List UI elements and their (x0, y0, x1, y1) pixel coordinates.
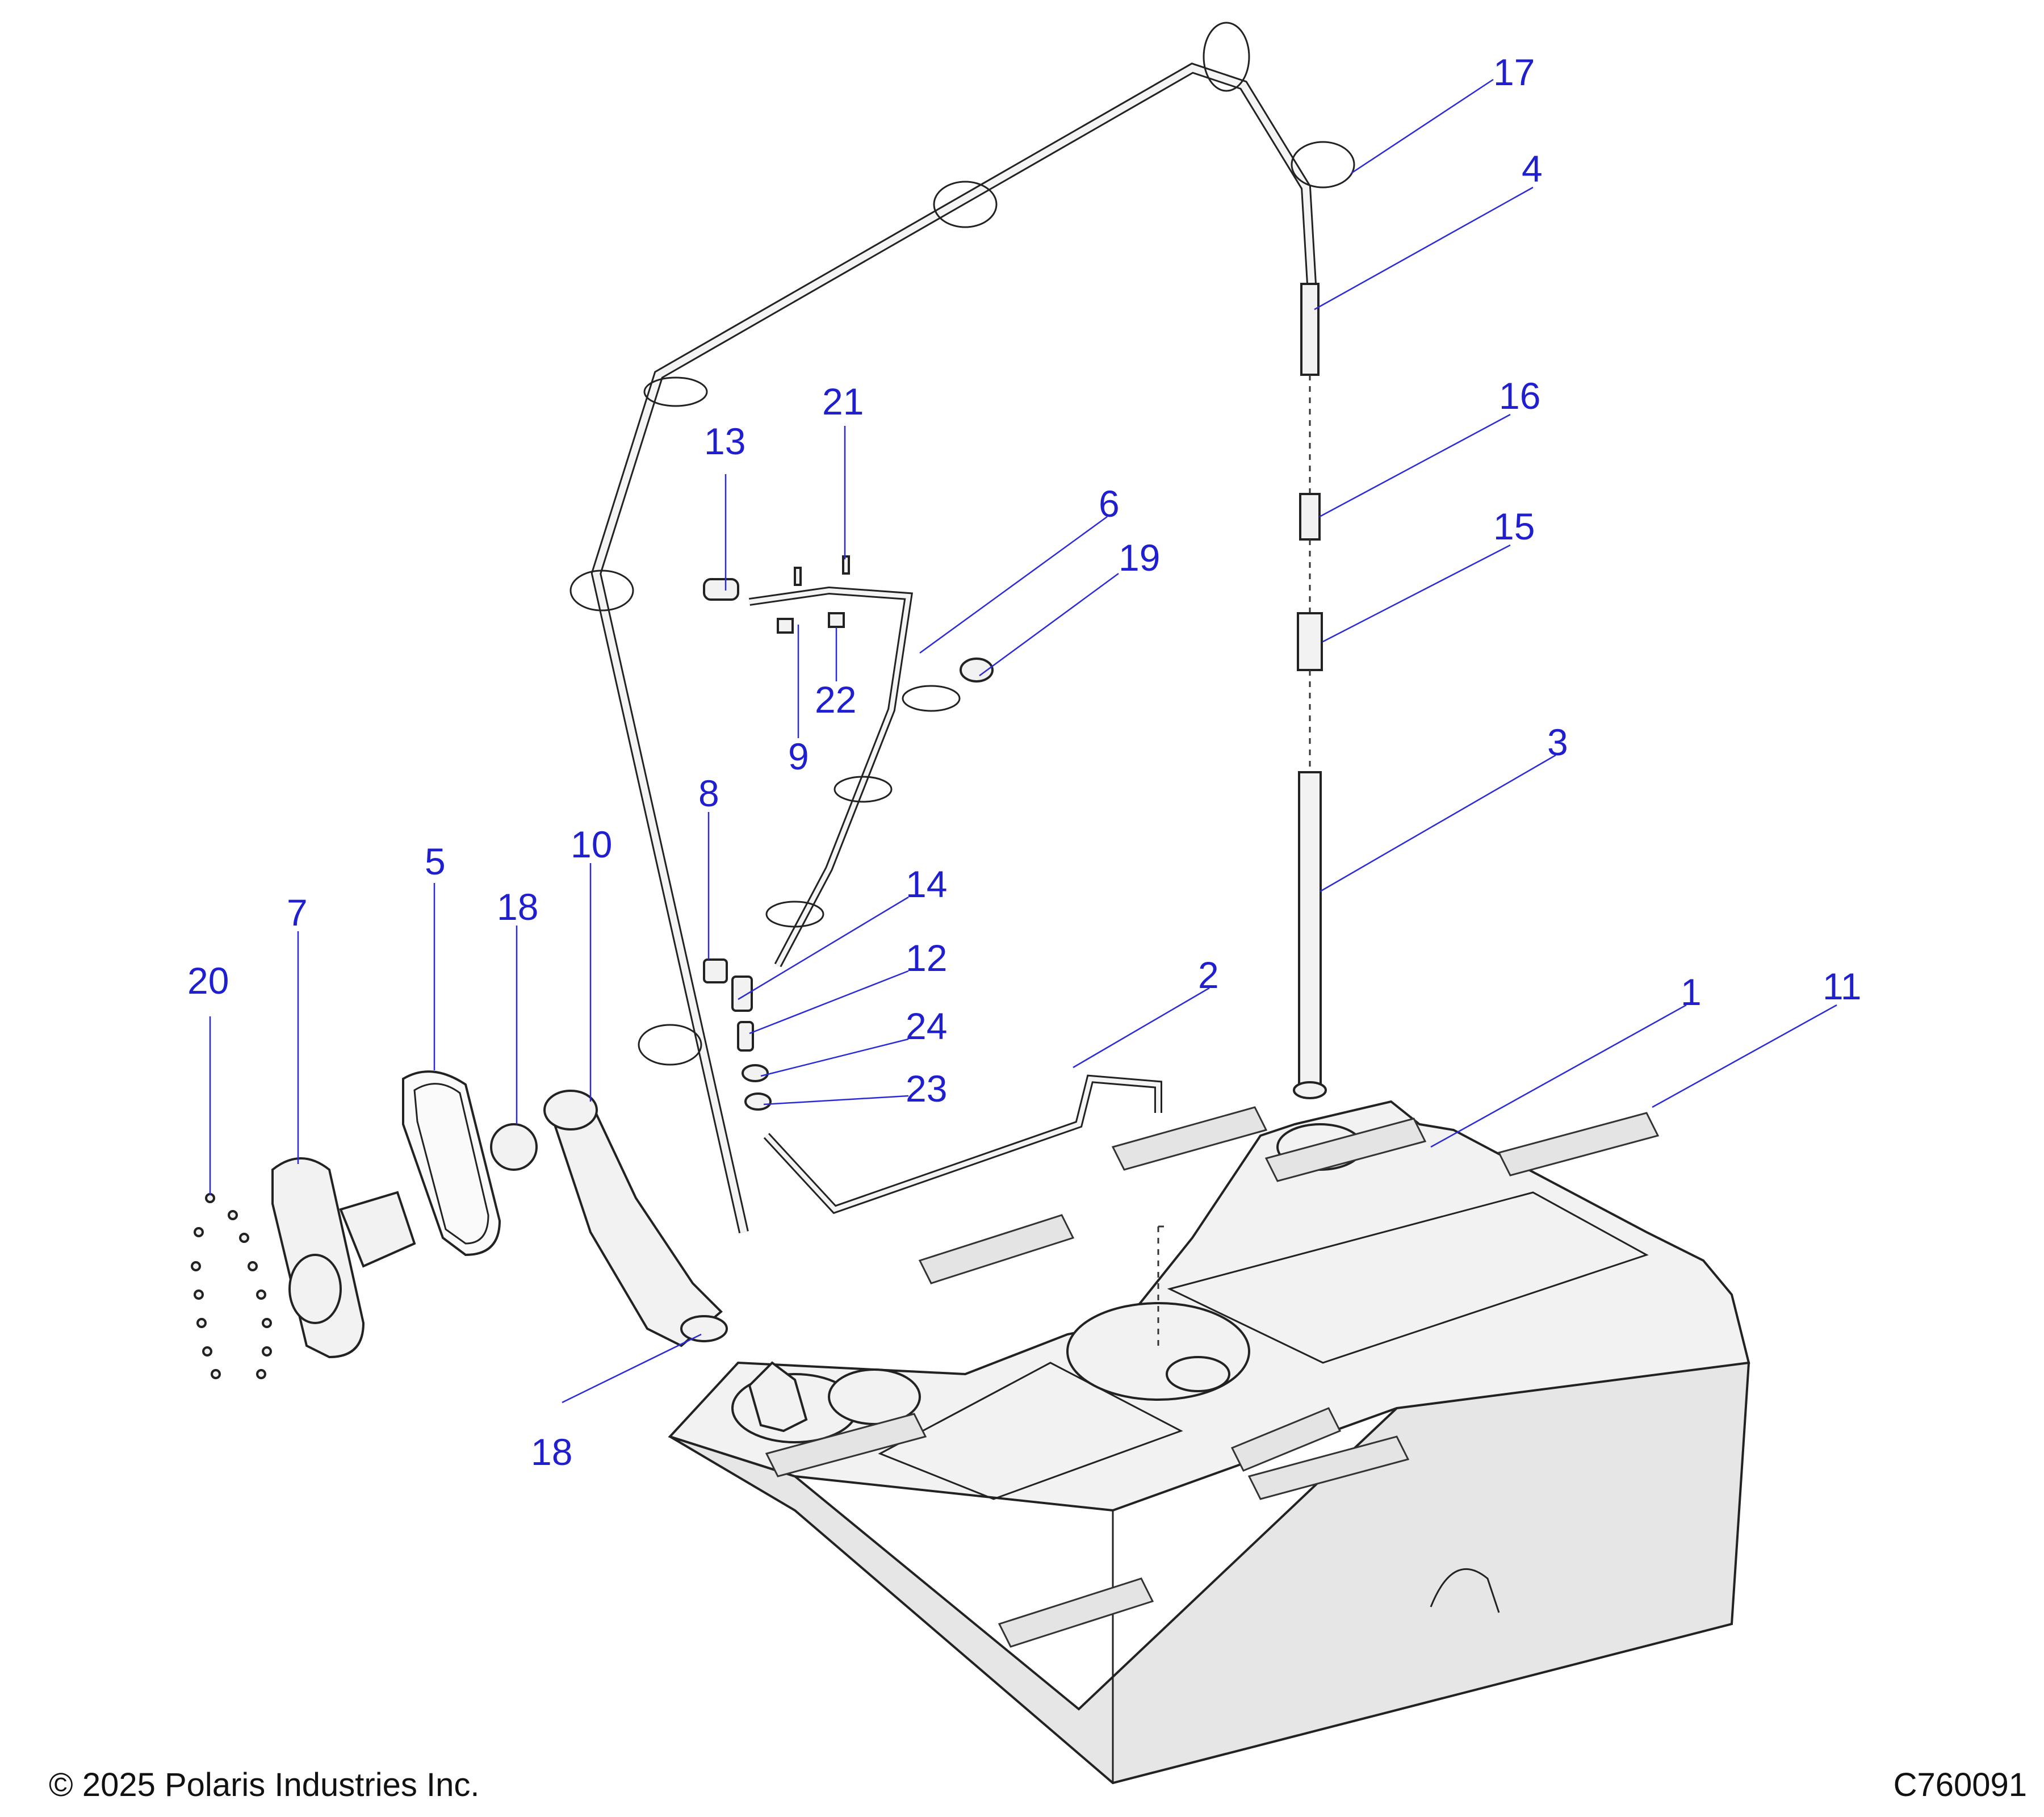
callout-17: 17 (1493, 51, 1535, 93)
leader-14 (738, 896, 909, 1000)
callout-19: 19 (1119, 537, 1160, 579)
drawing-number: C760091 (1893, 1766, 2027, 1803)
leader-2 (1073, 987, 1210, 1069)
callout-10: 10 (571, 823, 612, 865)
callout-4: 4 (1522, 148, 1543, 190)
leader-12 (749, 970, 909, 1035)
leader-11 (1652, 1004, 1837, 1108)
callout-24: 24 (906, 1005, 947, 1047)
callout-14: 14 (906, 863, 947, 905)
foam-pads (765, 1106, 1660, 1648)
callout-9: 9 (788, 735, 809, 777)
callout-20: 20 (187, 960, 229, 1002)
leader-3 (1320, 754, 1556, 893)
leader-lines (209, 78, 1837, 1404)
screws (191, 1193, 272, 1379)
callout-18a: 18 (497, 886, 538, 928)
callout-22: 22 (815, 679, 856, 721)
copyright-notice: © 2025 Polaris Industries Inc. (49, 1766, 480, 1803)
fittings (703, 958, 772, 1111)
filler-hose (490, 1090, 728, 1347)
leader-16 (1319, 413, 1511, 518)
leader-1 (1430, 1004, 1687, 1148)
callout-5: 5 (425, 840, 446, 882)
callout-7: 7 (287, 891, 308, 933)
callout-8: 8 (698, 772, 719, 814)
callout-16: 16 (1499, 375, 1540, 417)
callout-2: 2 (1198, 954, 1219, 996)
fuel-line-stack (1157, 283, 1327, 1346)
leader-17 (1351, 78, 1494, 174)
leader-23 (763, 1095, 909, 1106)
callout-18b: 18 (531, 1431, 572, 1473)
callout-6: 6 (1099, 483, 1120, 525)
callout-21: 21 (822, 380, 864, 422)
callout-23: 23 (906, 1067, 947, 1110)
vent-line (569, 22, 1355, 1233)
callout-13: 13 (704, 420, 745, 462)
fuel-line-6 (703, 578, 994, 968)
callout-15: 15 (1493, 505, 1535, 547)
callout-3: 3 (1547, 721, 1568, 763)
callout-11: 11 (1823, 965, 1862, 1007)
gasket (402, 1070, 501, 1257)
fuel-line-2 (763, 1074, 1162, 1215)
brackets (777, 555, 850, 634)
leader-19 (979, 572, 1119, 677)
leader-18b (562, 1333, 702, 1404)
leader-4 (1314, 186, 1534, 311)
callout-labels: 1 2 3 4 5 6 7 8 9 10 11 12 13 14 15 16 1… (187, 51, 1862, 1473)
leader-24 (760, 1038, 909, 1077)
leader-6 (919, 516, 1108, 654)
filler-plate (271, 1157, 416, 1359)
callout-1: 1 (1681, 971, 1702, 1013)
leader-15 (1322, 544, 1511, 643)
callout-12: 12 (906, 937, 947, 979)
